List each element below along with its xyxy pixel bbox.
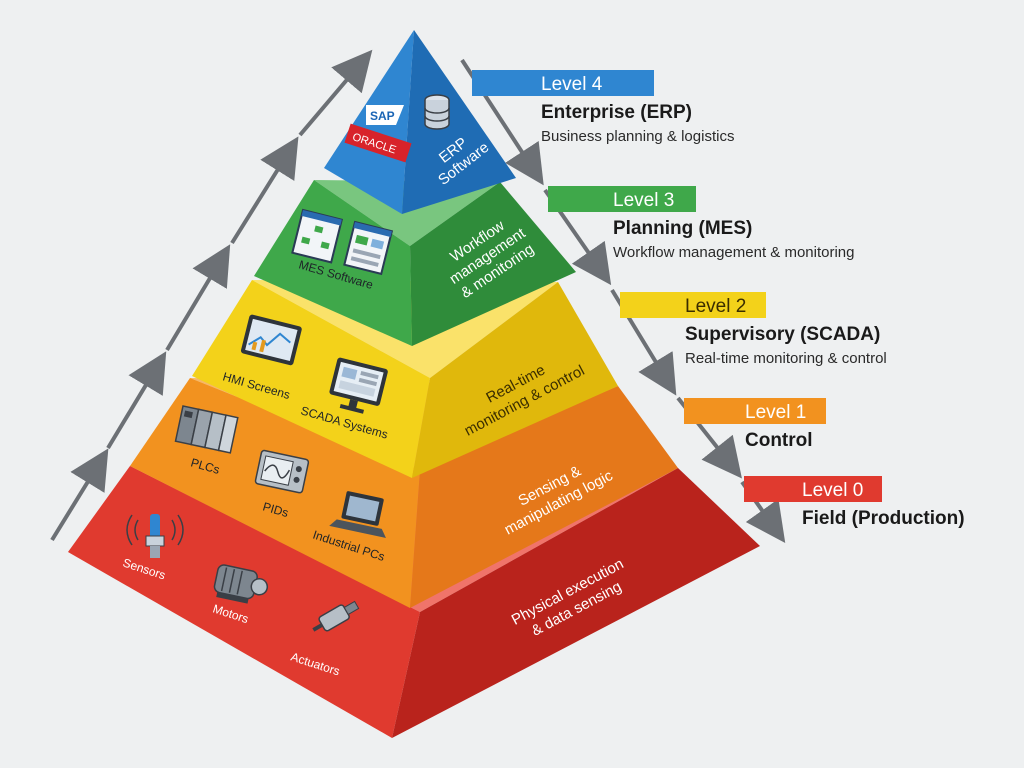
level-2-description: Real-time monitoring & control — [685, 350, 887, 367]
level-3-left-face — [254, 180, 412, 346]
level-0-badge: Level 0 — [802, 480, 863, 501]
level-0-title: Field (Production) — [802, 508, 965, 529]
level-label-1: Level 1 Control — [684, 398, 826, 451]
level-3-title: Planning (MES) — [613, 218, 752, 239]
laptop-icon — [329, 491, 386, 538]
mes-window-icon — [291, 208, 394, 276]
motor-icon — [213, 564, 269, 604]
pids-label: PIDs — [261, 499, 290, 520]
level-label-4: Level 4 Enterprise (ERP) Business planni… — [472, 70, 734, 145]
level-1-badge-bg — [684, 398, 826, 424]
level-2-title: Supervisory (SCADA) — [685, 324, 880, 345]
up-arrow-1 — [106, 351, 167, 450]
sensor-icon — [126, 514, 184, 558]
actuator-icon — [312, 600, 360, 632]
level-label-0: Level 0 Field (Production) — [744, 476, 965, 529]
level-2-badge-bg — [620, 292, 766, 318]
level-3-right-face — [410, 182, 576, 346]
level-4-title: Enterprise (ERP) — [541, 102, 692, 123]
level-4-badge-bg — [472, 70, 654, 96]
hmi-screen-icon — [240, 314, 302, 366]
database-icon — [424, 94, 450, 130]
level-label-3: Level 3 Planning (MES) Workflow manageme… — [548, 186, 855, 261]
svg-text:SAP: SAP — [370, 109, 395, 123]
level-label-2: Level 2 Supervisory (SCADA) Real-time mo… — [620, 292, 887, 367]
level-3-badge: Level 3 — [613, 190, 674, 211]
level-0-badge-bg — [744, 476, 882, 502]
level-2-badge: Level 2 — [685, 296, 746, 317]
pyramid-level-3 — [254, 180, 576, 346]
level-4-badge: Level 4 — [541, 74, 603, 95]
up-arrow-4 — [298, 49, 373, 137]
left-upward-arrows — [50, 49, 373, 542]
level-1-badge: Level 1 — [745, 402, 806, 423]
level-3-description: Workflow management & monitoring — [613, 244, 855, 261]
plc-icon — [174, 405, 239, 454]
sap-logo-icon: SAP — [366, 105, 404, 125]
scada-monitor-icon — [329, 357, 388, 414]
level-1-right-face — [410, 386, 678, 608]
up-arrow-3 — [230, 136, 299, 245]
level-0-right-face — [392, 468, 760, 738]
up-arrow-2 — [165, 244, 231, 352]
pid-controller-icon — [254, 449, 310, 494]
level-4-description: Business planning & logistics — [541, 128, 734, 145]
level-4-right-face — [402, 30, 516, 214]
level-1-title: Control — [745, 430, 813, 451]
up-arrow-0 — [50, 448, 109, 542]
level-2-right-face — [412, 282, 618, 478]
level-3-badge-bg — [548, 186, 696, 212]
